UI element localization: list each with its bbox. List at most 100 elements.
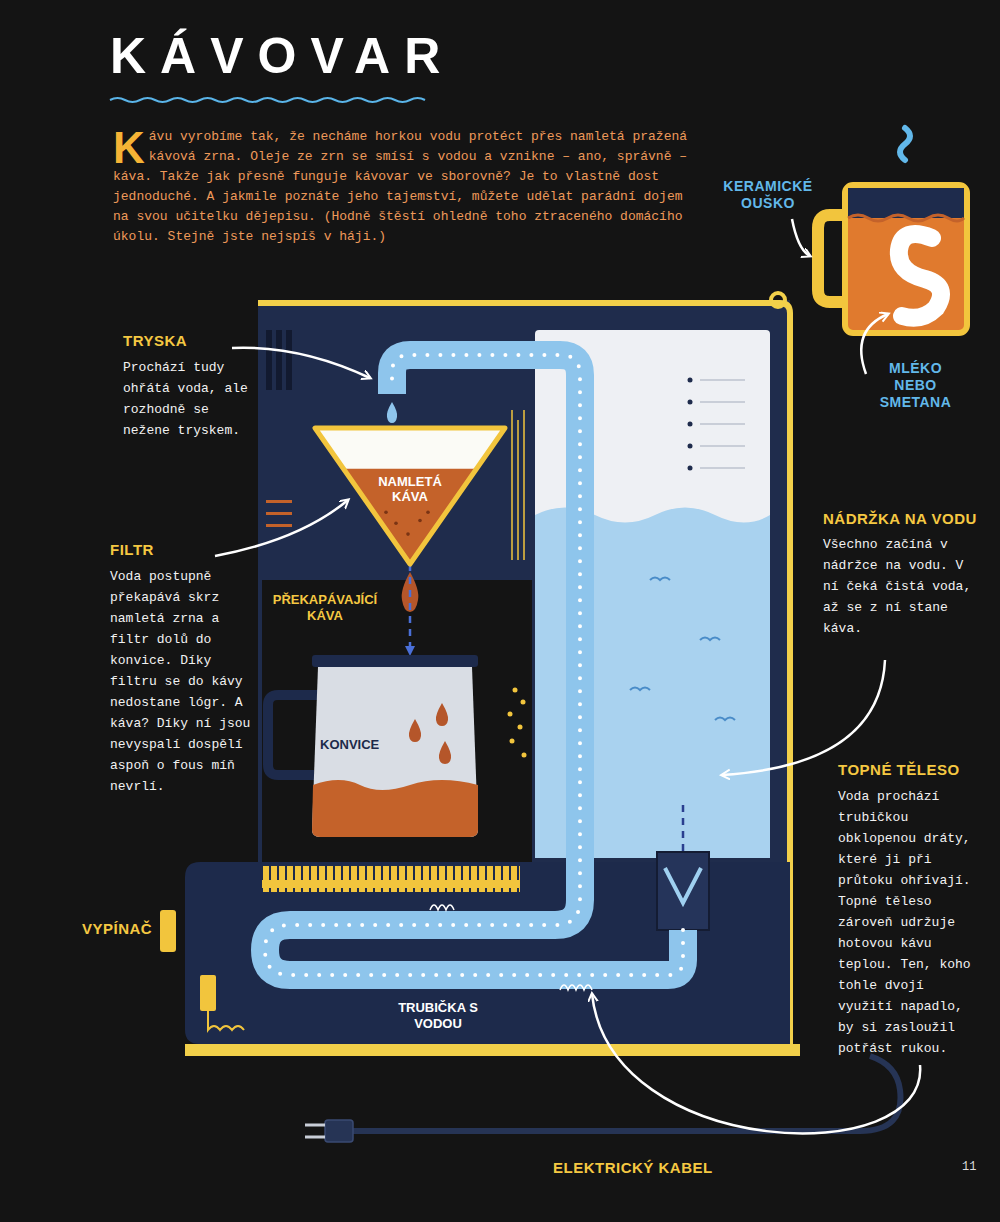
decor-dot [513, 688, 518, 693]
node-label: KONVICE [320, 737, 379, 752]
part-label: PŘEKAPÁVAJÍCÍ KÁVA [262, 592, 388, 624]
plug-prong [305, 1124, 325, 1127]
coffee-surface [848, 215, 964, 221]
level-mark [700, 379, 745, 381]
intro-text: Kávu vyrobíme tak, že necháme horkou vod… [113, 127, 688, 247]
vent-bar [276, 330, 282, 390]
coffee-drop [439, 741, 451, 764]
filter-paper [315, 428, 505, 564]
leader-line [232, 348, 370, 378]
callout-text: Voda prochází trubičkou obklopenou dráty… [838, 786, 978, 1059]
heating-coil [560, 985, 592, 990]
decor-dot [510, 739, 515, 744]
power-switch [160, 910, 176, 952]
coffee-drop [436, 703, 448, 726]
coffee-grain [406, 532, 410, 536]
carafe-glass [312, 667, 478, 837]
steam [900, 128, 910, 160]
part-label: ELEKTRICKÝ KABEL [553, 1159, 713, 1177]
nozzle-tip [378, 386, 406, 394]
level-mark [700, 423, 745, 425]
level-dot [688, 466, 693, 471]
switch-wire [208, 1011, 244, 1030]
decor-dot [521, 700, 526, 705]
water-drop [387, 402, 397, 423]
node-label: NAMLETÁ KÁVA [374, 474, 446, 504]
drip-connector [409, 564, 412, 655]
decor-dot [522, 753, 527, 758]
base-plate [185, 1044, 800, 1056]
mug-body [845, 185, 967, 333]
coffee-grain [418, 519, 422, 523]
heater-pattern [665, 868, 701, 903]
level-dot [688, 422, 693, 427]
node-text-group: NAMLETÁ KÁVA [315, 428, 505, 505]
leader-line [861, 314, 888, 374]
machine-hinge [771, 293, 785, 307]
title-wave [110, 98, 425, 102]
part-label: VYPÍNAČ [82, 920, 152, 938]
level-dot [688, 444, 693, 449]
coffee-grain [394, 521, 398, 525]
decor-line [266, 524, 292, 527]
coffee-grain [384, 511, 388, 515]
coffee-drop [409, 719, 421, 742]
carafe-coffee [312, 780, 478, 837]
water-tube [265, 355, 683, 975]
decor-line [523, 410, 525, 560]
switch-contact [200, 975, 216, 1011]
vent-bar [286, 330, 292, 390]
part-label: TRUBIČKA S VODOU [378, 1000, 498, 1032]
mug-empty-top [848, 188, 964, 218]
heating-coil [430, 905, 454, 910]
leader-line [592, 994, 920, 1133]
coffee-grain [426, 511, 430, 515]
callout-heading: TRYSKA [123, 332, 187, 350]
plug-prong [305, 1136, 325, 1139]
heater-block [657, 852, 709, 930]
filter-outline [315, 428, 505, 564]
vent-bar [266, 330, 272, 390]
callout-heading: NÁDRŽKA NA VODU [823, 510, 977, 528]
water-ripple [715, 718, 735, 721]
decor-line [266, 512, 292, 515]
page-title: KÁVOVAR [110, 26, 454, 86]
water-bubbles [265, 355, 683, 975]
decor-line [517, 420, 519, 560]
plug [325, 1120, 353, 1142]
filter-cone: NAMLETÁ KÁVA [315, 428, 505, 564]
water-ripple [630, 688, 650, 691]
part-label: KERAMICKÉ OUŠKO [718, 178, 818, 212]
callout-text: Všechno začíná v nádržce na vodu. V ní č… [823, 534, 973, 639]
callout-heading: TOPNÉ TĚLESO [838, 761, 960, 779]
page-number: 11 [962, 1160, 976, 1174]
callout-text: Voda postupně překapává skrz namletá zrn… [110, 566, 253, 797]
decor-line [511, 410, 513, 560]
decor-line [266, 500, 292, 503]
part-label: MLÉKO NEBO SMETANA [868, 360, 963, 411]
water-ripple [700, 638, 720, 641]
node-text-group: KONVICE [300, 655, 490, 753]
milk-swirl [899, 234, 941, 318]
callout-heading: FILTR [110, 541, 154, 559]
callout-text: Prochází tudy ohřátá voda, ale rozhodně … [123, 357, 248, 441]
carafe-lid [312, 655, 478, 667]
leader-line [215, 500, 348, 556]
level-dot [688, 378, 693, 383]
level-dot [688, 400, 693, 405]
decor-dot [518, 725, 523, 730]
level-mark [700, 401, 745, 403]
carafe-bay [262, 580, 532, 862]
leader-line [722, 660, 885, 775]
leader-line [792, 219, 810, 256]
ground-coffee [344, 469, 477, 564]
carafe-handle [268, 695, 318, 775]
hotplate [262, 866, 520, 892]
level-mark [700, 445, 745, 447]
water-ripple [650, 578, 670, 581]
level-mark [700, 467, 745, 469]
decor-dot [508, 712, 513, 717]
machine-body [258, 300, 790, 862]
carafe: KONVICE [300, 655, 490, 840]
